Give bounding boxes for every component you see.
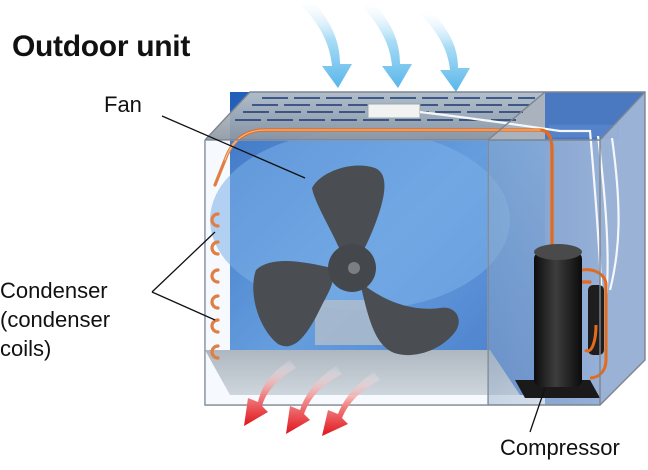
condenser-coil-highlight	[224, 129, 541, 161]
cool-air-arrow	[300, 0, 352, 88]
fan-blade-left	[253, 261, 334, 347]
fan-leader-line	[161, 115, 306, 179]
fan-hub-cap	[348, 262, 360, 274]
compressor-label: Compressor	[500, 435, 620, 460]
fan-label: Fan	[104, 92, 142, 117]
hot-air-arrows	[244, 360, 380, 436]
fan-blade-top	[312, 165, 385, 262]
diagram-title: Outdoor unit	[12, 30, 191, 63]
cabinet-frame	[204, 91, 646, 406]
compressor-top	[534, 244, 582, 260]
accumulator	[588, 285, 604, 355]
hot-air-arrow	[322, 372, 380, 436]
cool-air-arrow	[362, 2, 412, 88]
condenser-leader-line-lower	[151, 291, 216, 321]
cool-air-arrows	[300, 0, 470, 92]
compressor-body	[534, 252, 582, 387]
top-panel-bracket	[367, 103, 421, 119]
cabinet-floor	[205, 350, 520, 395]
front-glass	[205, 140, 488, 405]
fan-blade-right	[360, 282, 459, 356]
condenser-label-line-3: coils)	[0, 336, 52, 361]
hot-air-arrow	[244, 360, 296, 426]
compressor-leader-line	[529, 387, 546, 433]
compressor-piping	[581, 268, 608, 380]
condenser-leader-line-upper	[151, 231, 216, 293]
compressor-compartment-side	[600, 92, 645, 405]
condenser-label: Condenser (condenser coils)	[0, 276, 110, 363]
fan	[253, 165, 459, 356]
condenser-label-line-1: Condenser	[0, 278, 108, 303]
hot-air-arrow	[286, 366, 342, 434]
condenser-label-line-2: (condenser	[0, 307, 111, 332]
cool-air-arrow	[420, 10, 470, 92]
leader-lines	[151, 115, 546, 433]
